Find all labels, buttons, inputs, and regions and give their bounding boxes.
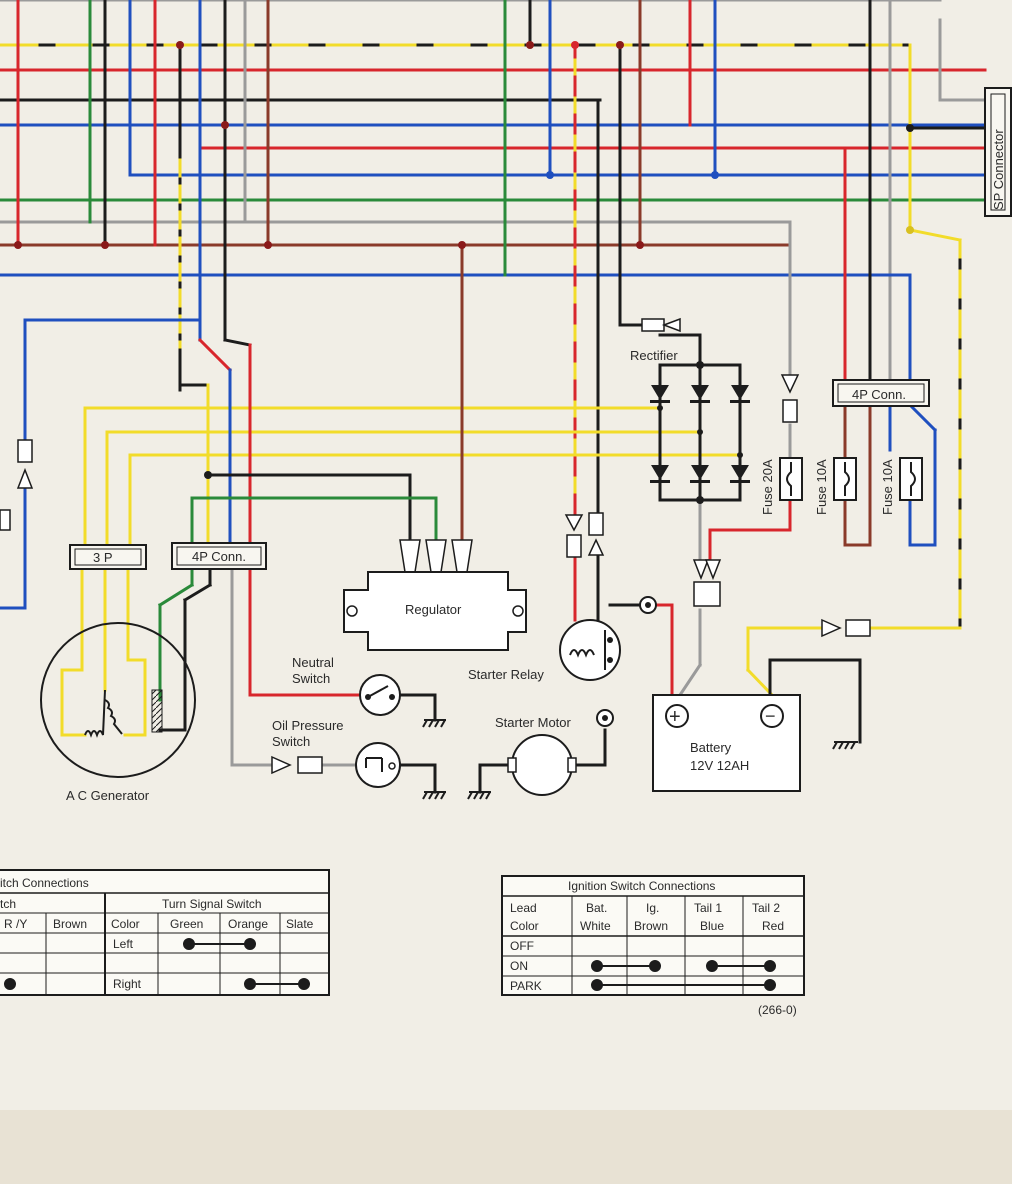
inline-connectors <box>0 374 871 775</box>
battery-label-1: Battery <box>690 740 732 755</box>
rectifier-label: Rectifier <box>630 348 678 363</box>
starter-motor-label: Starter Motor <box>495 715 572 730</box>
regulator-label: Regulator <box>405 602 462 617</box>
ground-icon <box>422 791 446 800</box>
ignition-row-on: ON <box>510 959 528 973</box>
rectifier: Rectifier <box>630 317 750 483</box>
ground-icon <box>422 719 446 728</box>
ignition-color-3: Red <box>762 919 784 933</box>
fuse-20a: Fuse 20A <box>760 457 803 515</box>
ignition-row-park: PARK <box>510 979 542 993</box>
rectifier-input-connector <box>641 317 681 333</box>
ac-generator: A C Generator <box>40 622 196 803</box>
ignition-color-label: Color <box>510 919 539 933</box>
connection-dot-icons <box>4 938 310 990</box>
fuse-10a-2-label: Fuse 10A <box>880 459 895 515</box>
ignition-color-0: White <box>580 919 611 933</box>
page-edge <box>0 1110 1012 1184</box>
fuse-10a-2: Fuse 10A <box>880 457 923 515</box>
switch-table-sub-left: tch <box>0 897 16 911</box>
ignition-table-title: Ignition Switch Connections <box>568 879 715 893</box>
wire-harness <box>0 0 987 794</box>
switch-table-head-5: Slate <box>286 917 314 931</box>
regulator: Regulator <box>343 539 527 651</box>
ignition-lead-0: Bat. <box>586 901 607 915</box>
fuse-10a-1: Fuse 10A <box>814 457 857 515</box>
neutral-switch-label-2: Switch <box>292 671 330 686</box>
ignition-connection-dot-icons <box>591 960 776 991</box>
starter-relay-label: Starter Relay <box>468 667 544 682</box>
ignition-color-1: Brown <box>634 919 668 933</box>
ignition-lead-1: Ig. <box>646 901 659 915</box>
switch-table-row-right: Right <box>113 977 142 991</box>
sp-connector-label: SP Connector <box>991 129 1006 210</box>
sp-connector: SP Connector <box>984 87 1012 217</box>
ground-icon <box>832 741 858 750</box>
starter-relay: Starter Relay <box>468 596 657 727</box>
battery-minus-icon: − <box>765 706 776 726</box>
four-p-connector-right: 4P Conn. <box>832 379 930 407</box>
junction-dots <box>14 41 914 504</box>
figure-number: (266-0) <box>758 1003 797 1017</box>
neutral-switch-label-1: Neutral <box>292 655 334 670</box>
switch-table-head-3: Green <box>170 917 203 931</box>
switch-table-head-1: Brown <box>53 917 87 931</box>
ground-icon <box>467 791 491 800</box>
switch-table-head-4: Orange <box>228 917 268 931</box>
ac-generator-label: A C Generator <box>66 788 150 803</box>
switch-table-head-2: Color <box>111 917 140 931</box>
switch-connections-table: itch Connections tch Turn Signal Switch … <box>0 869 330 996</box>
diode-icons <box>650 385 750 483</box>
battery-label-2: 12V 12AH <box>690 758 749 773</box>
switch-table-row-left: Left <box>113 937 134 951</box>
ignition-switch-table: Ignition Switch Connections Lead Color B… <box>501 875 805 996</box>
four-p-conn-left-label: 4P Conn. <box>192 549 246 564</box>
ignition-lead-3: Tail 2 <box>752 901 780 915</box>
fuse-20a-label: Fuse 20A <box>760 459 775 515</box>
oil-pressure-label-1: Oil Pressure <box>272 718 344 733</box>
ignition-lead-label: Lead <box>510 901 537 915</box>
four-p-connector-left: 4P Conn. <box>171 542 267 570</box>
three-p-connector: 3 P <box>69 544 147 570</box>
ignition-color-2: Blue <box>700 919 724 933</box>
oil-pressure-switch: Oil Pressure Switch <box>272 718 446 800</box>
neutral-switch: Neutral Switch <box>292 655 446 728</box>
four-p-conn-right-label: 4P Conn. <box>852 387 906 402</box>
battery: + − Battery 12V 12AH <box>652 694 858 792</box>
starter-motor: Starter Motor <box>467 715 577 800</box>
oil-pressure-label-2: Switch <box>272 734 310 749</box>
fuse-10a-1-label: Fuse 10A <box>814 459 829 515</box>
switch-table-head-0: R /Y <box>4 917 27 931</box>
ignition-row-off: OFF <box>510 939 534 953</box>
switch-table-sub-right: Turn Signal Switch <box>162 897 262 911</box>
ignition-lead-2: Tail 1 <box>694 901 722 915</box>
battery-plus-icon: + <box>669 706 681 728</box>
switch-table-title: itch Connections <box>0 876 89 890</box>
three-p-label: 3 P <box>93 550 113 565</box>
